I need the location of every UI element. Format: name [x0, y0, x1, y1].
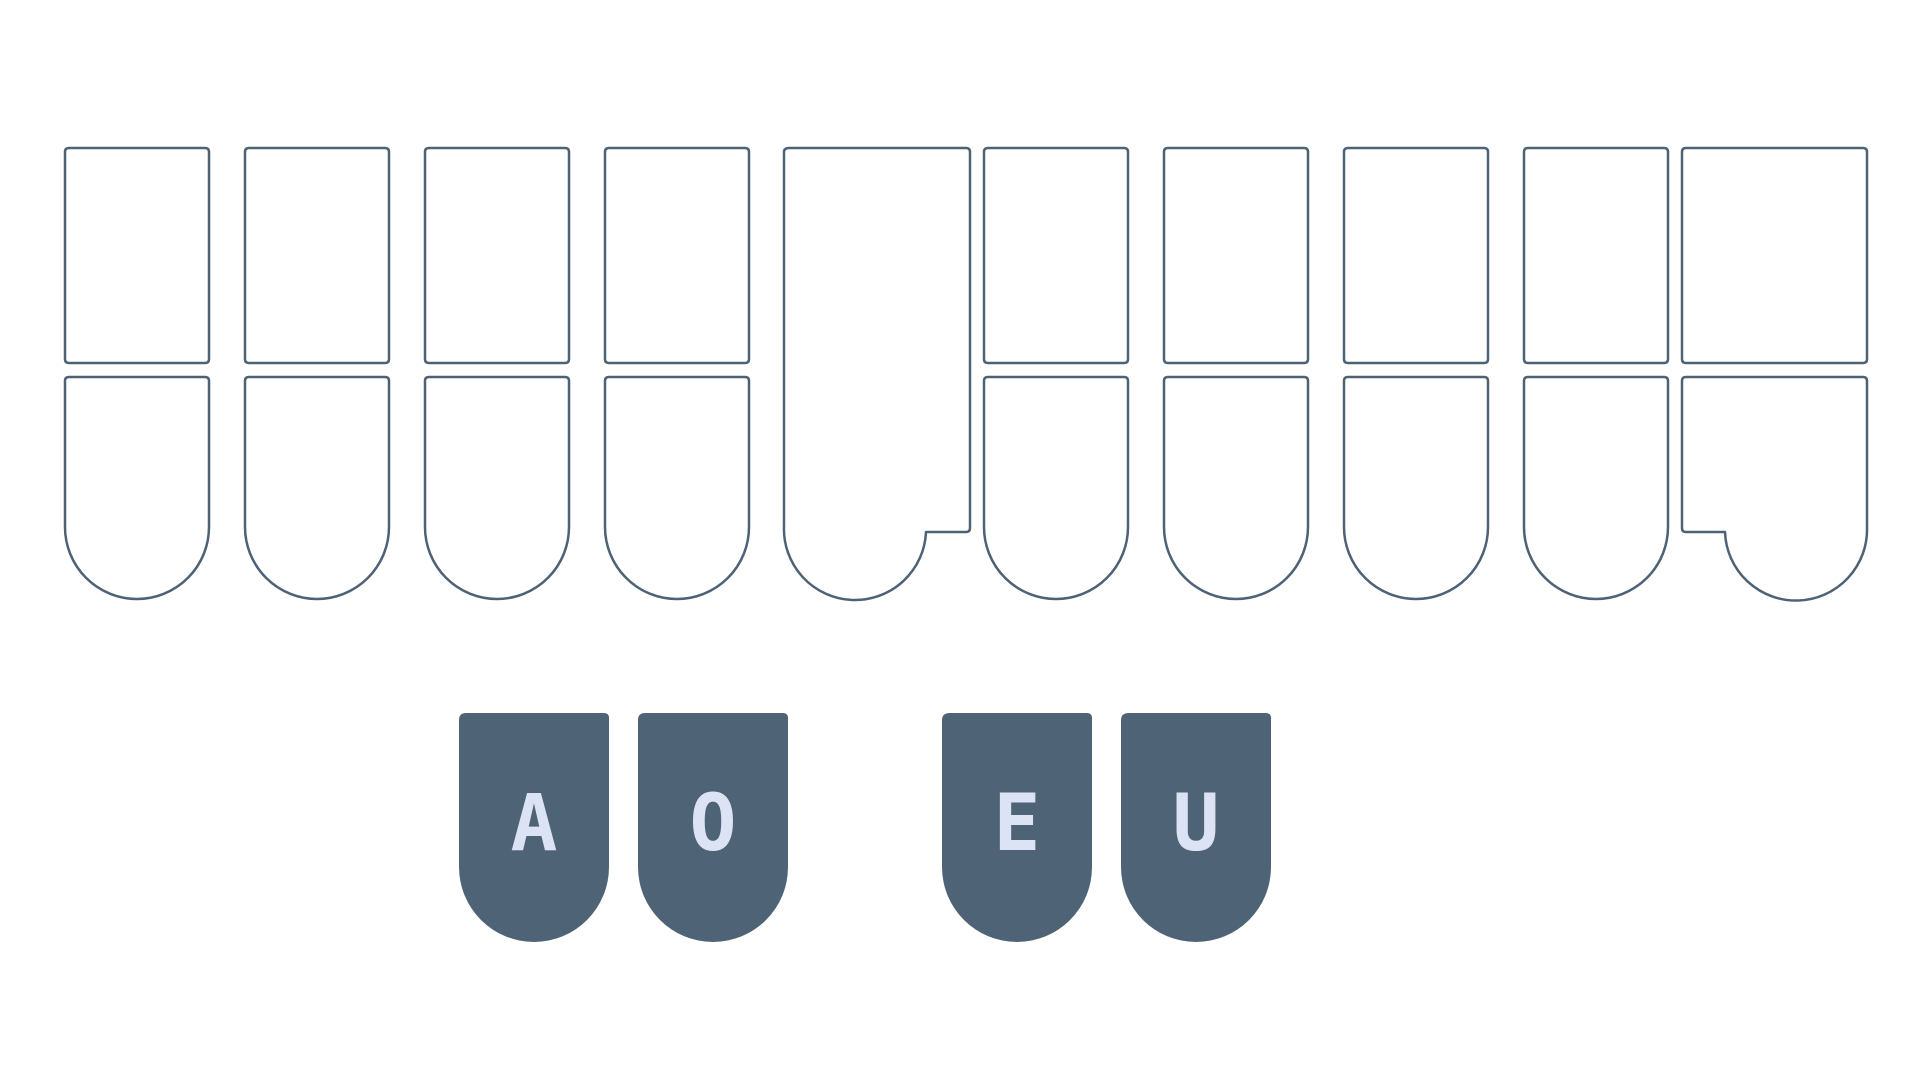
bottom-key-6[interactable]: [982, 375, 1130, 601]
bottom-key-9[interactable]: [1522, 375, 1670, 601]
top-key-8[interactable]: [1342, 146, 1490, 365]
bottom-key-4[interactable]: [603, 375, 751, 601]
vowel-key-a-label: A: [511, 779, 558, 869]
bottom-key-1[interactable]: [63, 375, 211, 601]
vowel-row: A O E U: [459, 713, 1271, 942]
bottom-key-2[interactable]: [243, 375, 391, 601]
top-key-6[interactable]: [982, 146, 1130, 365]
vowel-key-u[interactable]: U: [1121, 713, 1271, 942]
bottom-key-3[interactable]: [423, 375, 571, 601]
top-key-9[interactable]: [1522, 146, 1670, 365]
top-key-1[interactable]: [63, 146, 211, 365]
vowel-key-e-shape: [942, 713, 1092, 942]
vowel-key-u-label: U: [1173, 779, 1220, 869]
vowel-key-a[interactable]: A: [459, 713, 609, 942]
top-key-2[interactable]: [243, 146, 391, 365]
top-row: [63, 146, 1869, 602]
bottom-row: [63, 375, 1869, 602]
top-key-7[interactable]: [1162, 146, 1310, 365]
bottom-key-10[interactable]: [1680, 375, 1869, 602]
vowel-key-e[interactable]: E: [942, 713, 1092, 942]
vowel-key-o[interactable]: O: [638, 713, 788, 942]
bottom-key-8[interactable]: [1342, 375, 1490, 601]
vowel-key-o-label: O: [690, 779, 737, 869]
bottom-key-7[interactable]: [1162, 375, 1310, 601]
vowel-key-u-shape: [1121, 713, 1271, 942]
vowel-key-o-shape: [638, 713, 788, 942]
top-key-3[interactable]: [423, 146, 571, 365]
vowel-key-e-label: E: [994, 779, 1041, 869]
top-key-4[interactable]: [603, 146, 751, 365]
top-key-10[interactable]: [1680, 146, 1869, 365]
star-key[interactable]: [782, 146, 972, 602]
vowel-key-a-shape: [459, 713, 609, 942]
